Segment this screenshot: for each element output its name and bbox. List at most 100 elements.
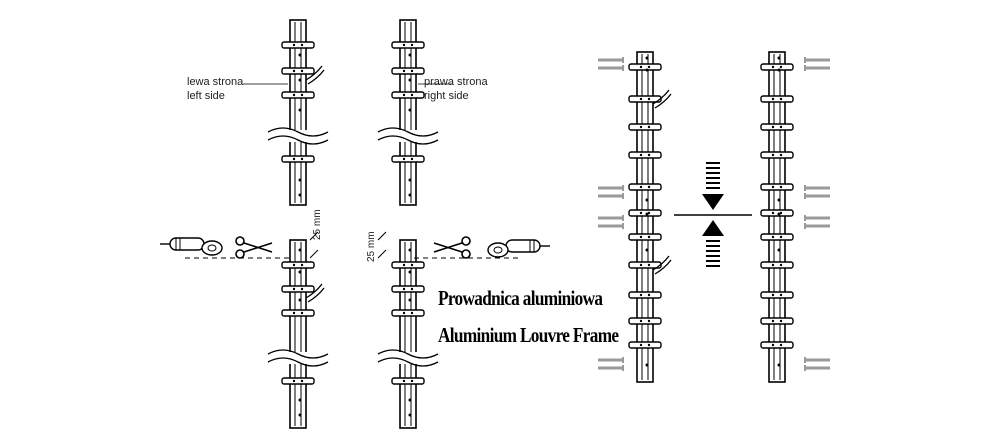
louvre-clip	[281, 261, 315, 269]
scissors-icon	[433, 236, 471, 259]
rail-hole	[298, 398, 302, 402]
rail-left-bottom	[185, 239, 329, 429]
clip-hole	[292, 379, 296, 383]
clip-hole	[771, 185, 775, 189]
rail-hole	[777, 198, 781, 202]
louvre-clip	[628, 209, 662, 217]
scissors-icon	[235, 236, 273, 259]
rail-hole	[777, 68, 781, 72]
break-line	[377, 349, 439, 359]
rail-hole	[777, 212, 781, 216]
clip-hole	[771, 293, 775, 297]
angle-grinder-icon	[160, 237, 223, 256]
screw-head	[804, 57, 806, 63]
rail-hole	[777, 248, 781, 252]
clip-hole	[771, 153, 775, 157]
clip-hole	[639, 293, 643, 297]
dimension-tick	[377, 231, 387, 241]
clip-hole	[779, 65, 783, 69]
rail-hole	[645, 198, 649, 202]
louvre-clip	[628, 341, 662, 349]
clip-hole	[292, 43, 296, 47]
louvre-clip	[628, 95, 662, 103]
louvre-clip	[391, 91, 425, 99]
louvre-clip	[628, 261, 662, 269]
rail-hole	[408, 413, 412, 417]
grinder-body	[505, 239, 541, 253]
louvre-clip	[281, 377, 315, 385]
clip-hole	[779, 185, 783, 189]
clip-hole	[771, 263, 775, 267]
screw-shank	[806, 66, 830, 70]
screw-shank	[598, 58, 622, 62]
dimension-label-right-cut: 25 mm	[312, 209, 323, 240]
scissors-blade	[243, 242, 273, 253]
screw-shank	[806, 224, 830, 228]
louvre-clip	[628, 63, 662, 71]
rail-hole	[645, 212, 649, 216]
louvre-clip	[760, 123, 794, 131]
break-line	[377, 135, 439, 145]
louvre-clip	[760, 233, 794, 241]
clip-hole	[639, 125, 643, 129]
screw-icon	[804, 185, 830, 191]
rail-right-top	[377, 19, 452, 206]
rail-hole	[408, 248, 412, 252]
louvre-clip	[391, 41, 425, 49]
break-line	[377, 127, 439, 137]
rail-hole	[408, 78, 412, 82]
louvre-clip	[391, 309, 425, 317]
dimension-tick	[309, 231, 319, 241]
rail-hole	[645, 68, 649, 72]
rail-hole	[645, 363, 649, 367]
louvre-clip	[628, 233, 662, 241]
screw-icon	[598, 365, 624, 371]
clip-hole	[779, 343, 783, 347]
clip-hole	[410, 311, 414, 315]
screw-icon	[598, 57, 624, 63]
louvre-clip	[760, 291, 794, 299]
screw-icon	[598, 185, 624, 191]
clip-hole	[779, 153, 783, 157]
rail-hole	[408, 270, 412, 274]
screw-shank	[806, 358, 830, 362]
break-line	[267, 357, 329, 367]
grinder-disc	[487, 242, 509, 258]
rail-hole	[298, 298, 302, 302]
rail-hole	[408, 193, 412, 197]
screw-shank	[806, 186, 830, 190]
screw-head	[804, 365, 806, 371]
clip-hole	[647, 153, 651, 157]
clip-hole	[779, 97, 783, 101]
screw-icon	[598, 215, 624, 221]
clip-hole	[647, 263, 651, 267]
screw-head	[622, 357, 624, 363]
clip-hole	[300, 311, 304, 315]
rail-hole	[408, 53, 412, 57]
louvre-clip	[281, 285, 315, 293]
rail-hole	[298, 108, 302, 112]
clip-hole	[639, 319, 643, 323]
clip-hole	[771, 97, 775, 101]
louvre-clip	[760, 317, 794, 325]
louvre-clip	[391, 155, 425, 163]
clip-hole	[647, 97, 651, 101]
screw-shank	[806, 58, 830, 62]
clip-hole	[292, 311, 296, 315]
screw-icon	[804, 357, 830, 363]
louvre-lever	[305, 65, 325, 85]
louvre-clip	[628, 183, 662, 191]
louvre-clip	[628, 317, 662, 325]
screw-icon	[598, 193, 624, 199]
louvre-clip	[760, 151, 794, 159]
louvre-clip	[760, 341, 794, 349]
rail-hole	[645, 248, 649, 252]
break-mask	[378, 352, 438, 364]
louvre-clip	[391, 377, 425, 385]
title-polish: Prowadnica aluminiowa	[438, 286, 603, 310]
arrow-up	[702, 220, 724, 236]
dimension-tick	[309, 249, 319, 259]
screw-head	[804, 223, 806, 229]
rail-hole	[408, 398, 412, 402]
